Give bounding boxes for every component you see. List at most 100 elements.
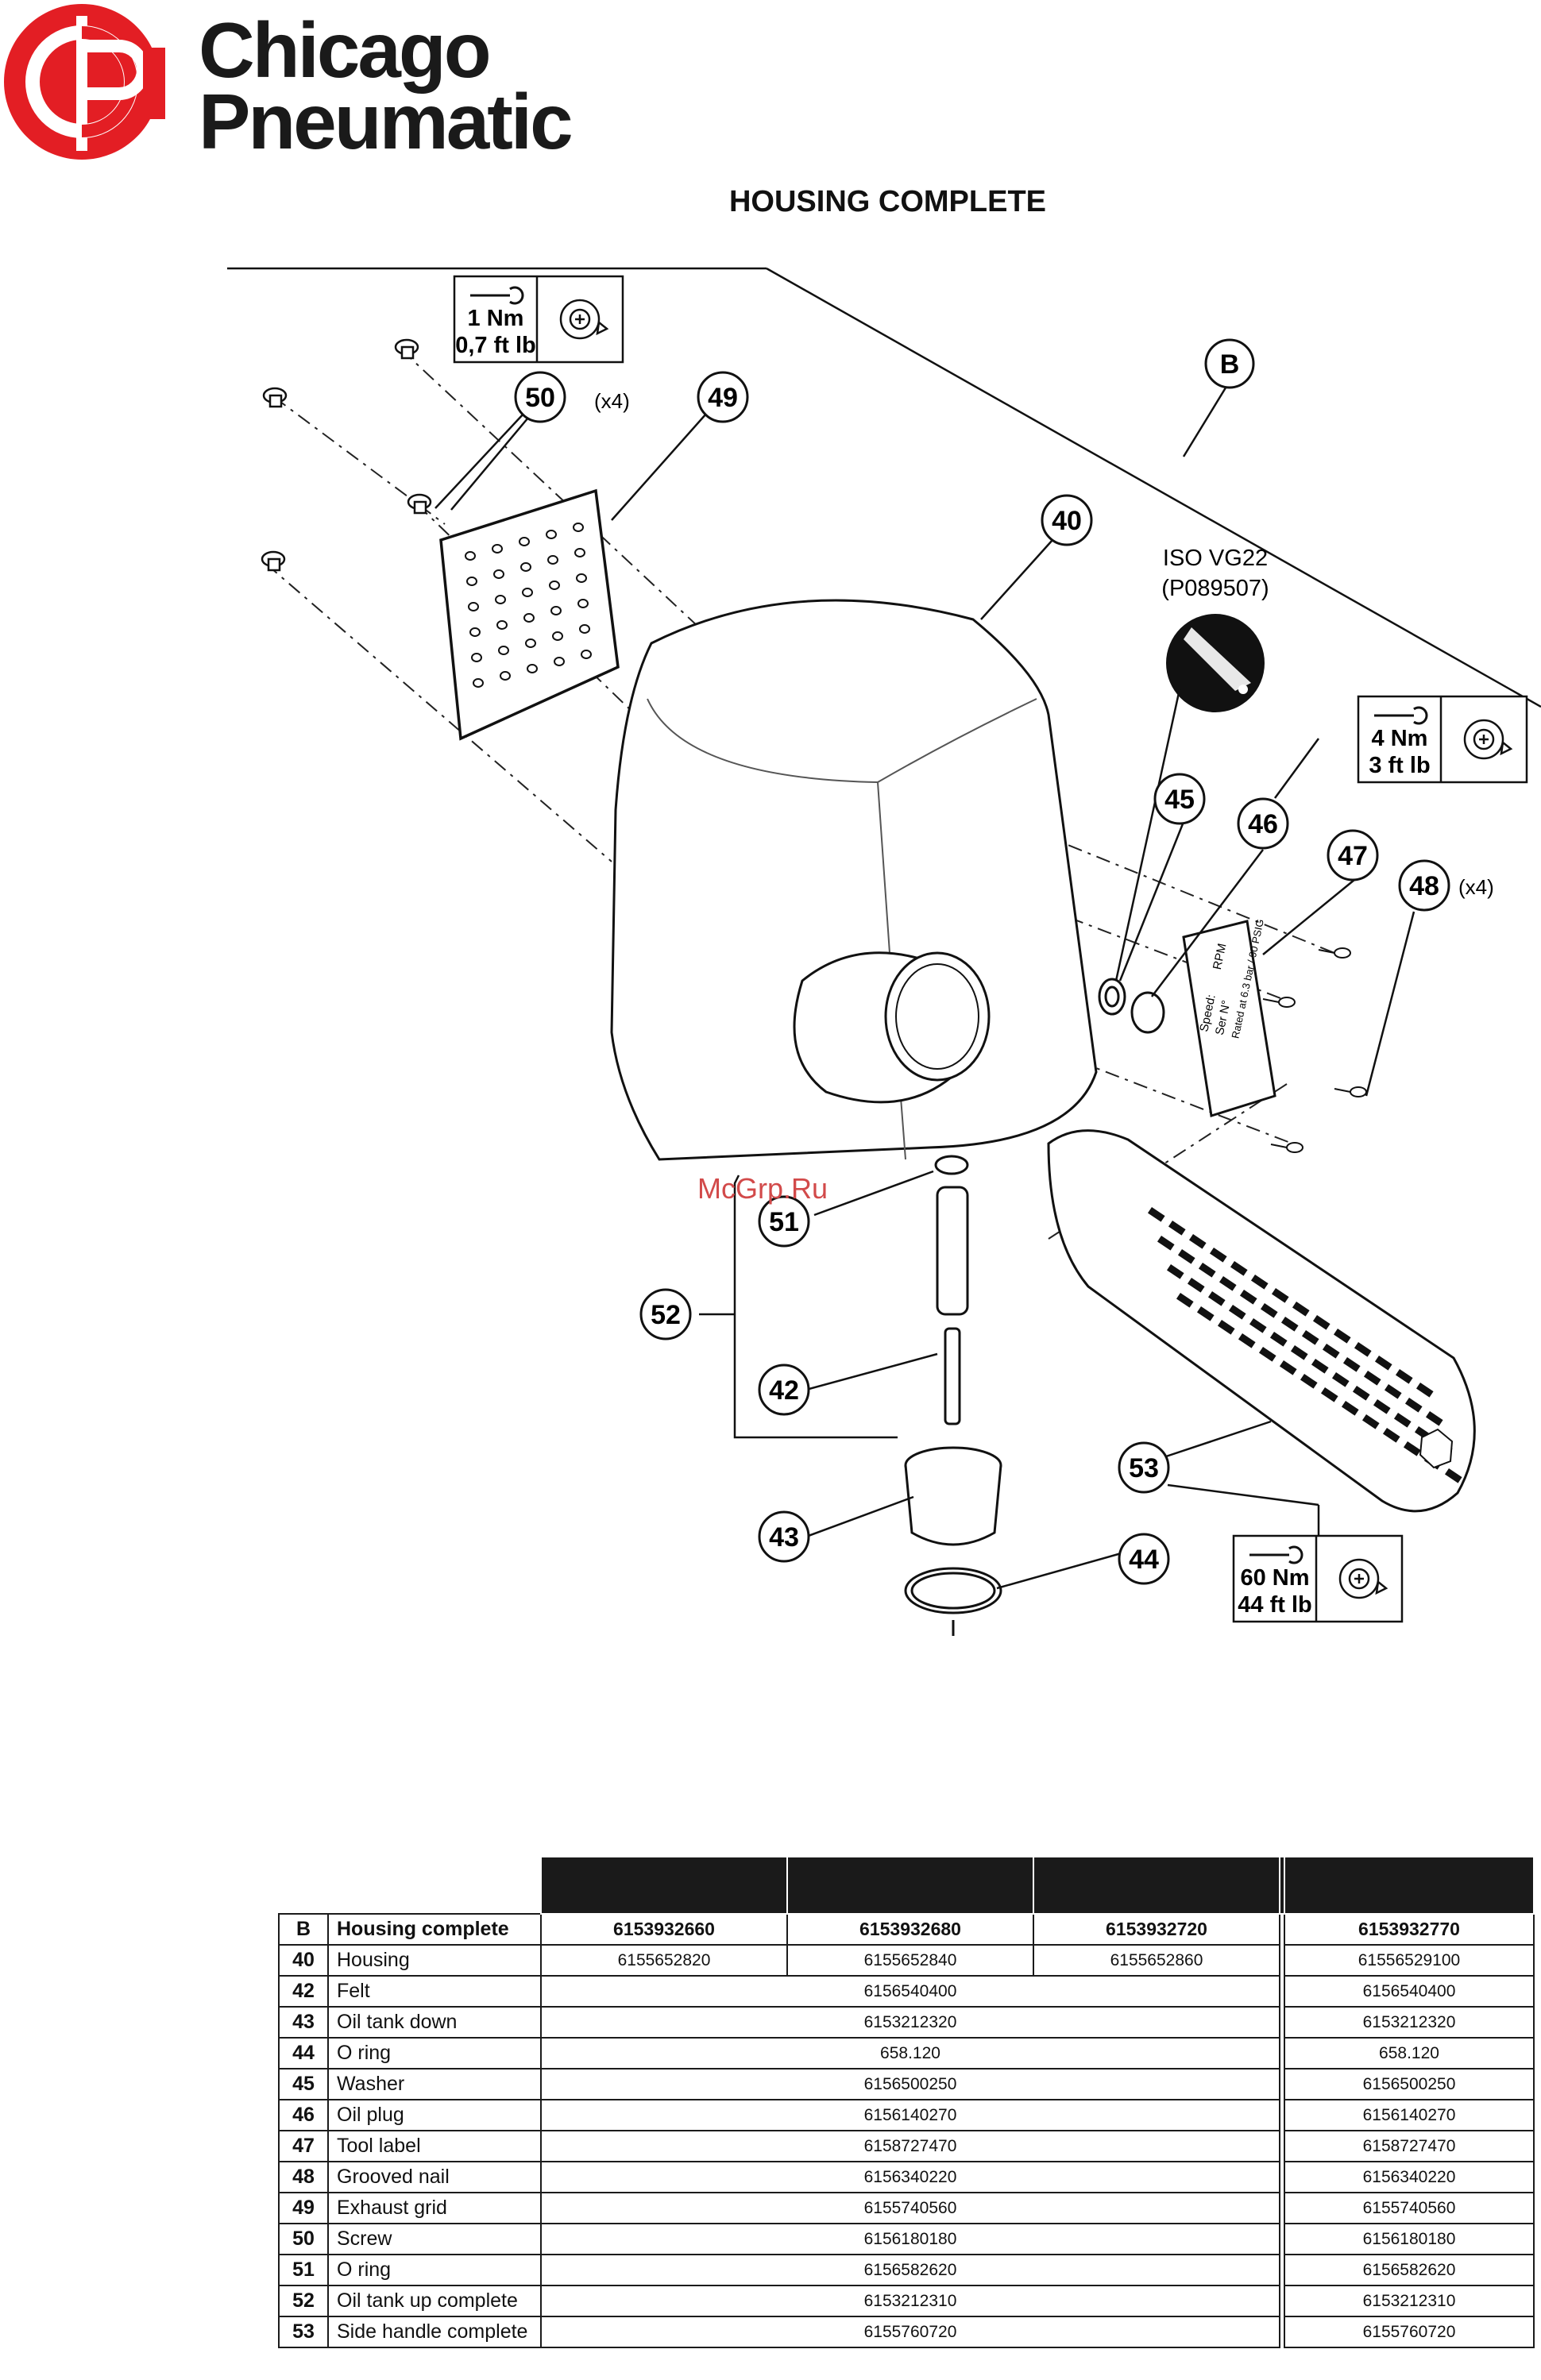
- row-ref: 42: [278, 1975, 329, 2008]
- brand-name-line2: Pneumatic: [199, 78, 574, 165]
- oil-spec-name: ISO VG22: [1163, 546, 1268, 571]
- watermark: McGrp.Ru: [697, 1172, 828, 1205]
- svg-text:46: 46: [1248, 809, 1278, 839]
- svg-text:45: 45: [1164, 785, 1195, 815]
- row-part-number-last: 6156500250: [1284, 2068, 1535, 2100]
- group-desc: Housing complete: [327, 1913, 542, 1946]
- label-plate-rpm: RPM: [1211, 942, 1230, 970]
- qty-48: (x4): [1458, 875, 1494, 899]
- callout-49: 49: [697, 371, 749, 423]
- torque-box-2: 4 Nm 3 ft lb: [1357, 695, 1528, 784]
- row-ref: 43: [278, 2006, 329, 2039]
- row-ref: 51: [278, 2254, 329, 2286]
- row-desc: Washer: [327, 2068, 542, 2100]
- wrench-icon: [470, 286, 524, 305]
- grooved-nails-48: [1262, 947, 1367, 1153]
- svg-text:51: 51: [769, 1207, 799, 1237]
- row-desc: Felt: [327, 1975, 542, 2008]
- wrench-icon: [1374, 706, 1428, 725]
- model-number: 6153932720: [1033, 1913, 1280, 1946]
- row-ref: 45: [278, 2068, 329, 2100]
- torque-nm-2: 4 Nm: [1372, 726, 1428, 751]
- row-ref: 50: [278, 2223, 329, 2255]
- row-part-number-shared: 6156140270: [540, 2099, 1280, 2131]
- group-ref: B: [278, 1913, 329, 1946]
- svg-text:40: 40: [1052, 506, 1082, 536]
- row-part-number-shared: 6156500250: [540, 2068, 1280, 2100]
- row-part-number-last: 6158727470: [1284, 2130, 1535, 2162]
- brand-name-line1: Chicago: [199, 6, 492, 94]
- svg-text:52: 52: [651, 1300, 681, 1330]
- screw-50-parts: [261, 338, 432, 572]
- row-ref: 47: [278, 2130, 329, 2162]
- row-desc: O ring: [327, 2037, 542, 2069]
- row-ref: 40: [278, 1944, 329, 1977]
- callout-53: 53: [1118, 1441, 1170, 1494]
- row-part-number-last: 6156582620: [1284, 2254, 1535, 2286]
- row-part-number-shared: 6155760720: [540, 2316, 1280, 2348]
- row-desc: Oil plug: [327, 2099, 542, 2131]
- row-part-number-shared: 6156340220: [540, 2161, 1280, 2193]
- row-ref: 49: [278, 2192, 329, 2224]
- row-part-number: 6155652840: [786, 1944, 1034, 1977]
- torque-nm-3: 60 Nm: [1240, 1565, 1309, 1591]
- side-handle-53: [1047, 1129, 1476, 1513]
- callout-48: 48: [1398, 859, 1450, 912]
- oil-tank-parts: [904, 1155, 1002, 1636]
- model-number: 6153932680: [786, 1913, 1034, 1946]
- oil-can-icon: [1166, 614, 1265, 712]
- torque-box-3: 60 Nm 44 ft lb: [1232, 1534, 1404, 1623]
- svg-text:B: B: [1220, 349, 1240, 380]
- callout-45: 45: [1153, 773, 1206, 825]
- torque-nm-1: 1 Nm: [468, 306, 524, 331]
- model-number: 6153932660: [540, 1913, 788, 1946]
- torque-ftlb-1: 0,7 ft lb: [455, 333, 536, 358]
- row-desc: O ring: [327, 2254, 542, 2286]
- svg-text:43: 43: [769, 1522, 799, 1553]
- row-part-number: 6155652820: [540, 1944, 788, 1977]
- row-ref: 48: [278, 2161, 329, 2193]
- housing-40: [610, 599, 1098, 1161]
- wrench-icon: [1249, 1545, 1303, 1564]
- torque-box-1: 1 Nm 0,7 ft lb: [453, 275, 624, 364]
- row-part-number-shared: 6155740560: [540, 2192, 1280, 2224]
- row-ref: 52: [278, 2285, 329, 2317]
- oil-plug-46: [1130, 991, 1165, 1034]
- row-ref: 53: [278, 2316, 329, 2348]
- row-part-number-shared: 658.120: [540, 2037, 1280, 2069]
- callout-47: 47: [1327, 829, 1379, 881]
- row-desc: Grooved nail: [327, 2161, 542, 2193]
- callout-43: 43: [758, 1510, 810, 1563]
- chicago-pneumatic-emblem-icon: [4, 4, 165, 160]
- leader-lines: [434, 412, 1415, 1590]
- callout-44: 44: [1118, 1533, 1170, 1585]
- row-part-number-shared: 6156540400: [540, 1975, 1280, 2008]
- row-desc: Tool label: [327, 2130, 542, 2162]
- row-part-number-last: 6156140270: [1284, 2099, 1535, 2131]
- parts-table: B Housing complete 6153932660 6153932680…: [278, 1856, 1535, 2348]
- callout-50: 50: [514, 371, 566, 423]
- svg-text:44: 44: [1129, 1545, 1159, 1575]
- row-part-number-last: 6155740560: [1284, 2192, 1535, 2224]
- row-ref: 44: [278, 2037, 329, 2069]
- row-part-number-last: 6156340220: [1284, 2161, 1535, 2193]
- row-part-number-last: 6153212320: [1284, 2006, 1535, 2039]
- row-part-number-shared: 6156180180: [540, 2223, 1280, 2255]
- row-part-number-shared: 6156582620: [540, 2254, 1280, 2286]
- rotate-clockwise-icon: [1463, 719, 1513, 760]
- row-desc: Housing: [327, 1944, 542, 1977]
- washer-45: [1098, 978, 1126, 1016]
- qty-50: (x4): [594, 389, 630, 413]
- row-part-number-shared: 6153212320: [540, 2006, 1280, 2039]
- callout-42: 42: [758, 1364, 810, 1416]
- tool-label-47: Speed: RPM Ser N° Rated at 6.3 bar / 90 …: [1182, 918, 1276, 1117]
